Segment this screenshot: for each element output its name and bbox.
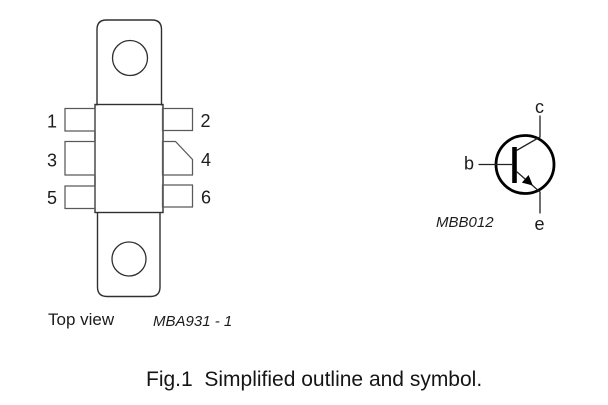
pin-6-label: 6 — [201, 188, 211, 208]
emitter-arrowhead-icon — [521, 175, 533, 186]
emitter-terminal-label: e — [534, 214, 544, 234]
pin-1-label: 1 — [47, 112, 57, 132]
bottom-mounting-tab — [96, 212, 161, 298]
collector-lead-line — [516, 115, 541, 152]
collector-terminal-label: c — [535, 97, 544, 117]
outline-drawing-reference: MBA931 - 1 — [153, 313, 232, 330]
emitter-lead-line — [516, 171, 541, 214]
pin-3-label: 3 — [47, 151, 57, 171]
pin-2-lead — [161, 107, 194, 132]
pin-3-lead — [64, 140, 96, 176]
symbol-drawing-reference: MBB012 — [436, 214, 494, 231]
base-terminal-label: b — [464, 154, 474, 174]
figure-caption: Fig.1 Simplified outline and symbol. — [146, 368, 483, 391]
pin-5-lead — [64, 185, 96, 210]
bottom-mounting-hole — [111, 241, 147, 277]
figure-drawing-area: 1 2 3 4 5 6 Top view MBA931 - 1 — [47, 19, 556, 330]
pin-5-label: 5 — [47, 188, 57, 208]
pin-4-label: 4 — [201, 150, 211, 170]
package-outline-drawing: 1 2 3 4 5 6 Top view MBA931 - 1 — [47, 19, 232, 330]
top-mounting-tab — [96, 19, 163, 106]
pin-4-lead — [161, 140, 194, 176]
package-body — [94, 103, 164, 214]
top-mounting-hole — [111, 39, 149, 77]
transistor-symbol-drawing: b c e MBB012 — [436, 97, 556, 234]
pin-2-label: 2 — [200, 111, 210, 131]
pin-1-lead — [64, 107, 96, 132]
top-view-label: Top view — [48, 310, 115, 329]
pin-6-lead — [161, 184, 194, 208]
